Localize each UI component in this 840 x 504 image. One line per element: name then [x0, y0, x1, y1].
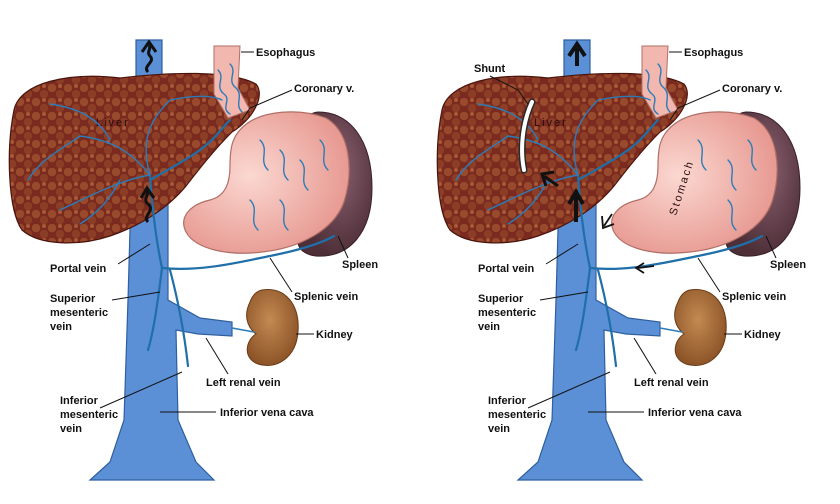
superior-mesenteric-label-1: Superior — [478, 293, 524, 305]
inferior-mesenteric-label-3: vein — [60, 423, 82, 435]
coronary-flow-arrow — [601, 213, 615, 230]
splenic-vein — [588, 234, 764, 271]
stomach-vessels — [249, 139, 329, 231]
ivc-up-arrow — [567, 40, 587, 66]
coronary-vein — [576, 118, 660, 182]
kidney-label: Kidney — [744, 329, 782, 341]
portal-vein — [576, 173, 592, 270]
liver-vessel-network — [27, 95, 223, 225]
coronary-vein-label: Coronary v. — [294, 83, 354, 95]
kidney — [246, 289, 299, 366]
coronary-vein — [148, 118, 232, 182]
portal-vein — [148, 173, 164, 270]
shunt-label: Shunt — [474, 63, 505, 75]
splenic-flow-arrow — [634, 262, 655, 274]
stomach-vessels — [697, 139, 757, 231]
superior-mesenteric-vein — [146, 266, 164, 352]
splenic-vein-label: Splenic vein — [722, 291, 786, 303]
esophageal-varices — [645, 63, 671, 115]
superior-mesenteric-label-3: vein — [478, 321, 500, 333]
portal-flow-arrow — [144, 189, 152, 224]
inferior-mesenteric-label-2: mesenteric — [60, 409, 118, 421]
spleen-label: Spleen — [342, 259, 378, 271]
inferior-mesenteric-vein — [596, 268, 618, 368]
liver-label: Liver — [96, 117, 130, 129]
left-panel: Liver — [8, 39, 378, 481]
coronary-vein-label: Coronary v. — [722, 83, 782, 95]
esophagus-label: Esophagus — [684, 47, 743, 59]
liver-label: Liver — [534, 117, 568, 129]
portal-flow-arrow — [567, 188, 585, 222]
esophagus-label: Esophagus — [256, 47, 315, 59]
spleen-label: Spleen — [770, 259, 806, 271]
inferior-mesenteric-vein — [168, 268, 190, 368]
inferior-mesenteric-label-3: vein — [488, 423, 510, 435]
shunt-flow-arrow — [540, 170, 559, 188]
superior-mesenteric-label-1: Superior — [50, 293, 96, 305]
portal-vein-label: Portal vein — [50, 263, 107, 275]
ivc-flow-arrow — [145, 43, 153, 74]
superior-mesenteric-label-2: mesenteric — [50, 307, 108, 319]
esophageal-varices — [217, 63, 243, 115]
liver-vessel-network — [455, 95, 651, 225]
right-panel: Liver Stomach — [436, 39, 806, 481]
stomach — [611, 111, 778, 254]
kidney — [674, 289, 727, 366]
portal-vein-label: Portal vein — [478, 263, 535, 275]
splenic-vein — [160, 234, 336, 271]
splenic-vein-label: Splenic vein — [294, 291, 358, 303]
left-renal-vein-label: Left renal vein — [206, 377, 281, 389]
superior-mesenteric-label-3: vein — [50, 321, 72, 333]
stomach — [183, 111, 350, 254]
superior-mesenteric-vein — [574, 266, 592, 352]
kidney-label: Kidney — [316, 329, 354, 341]
inferior-mesenteric-label-1: Inferior — [60, 395, 99, 407]
inferior-mesenteric-label-2: mesenteric — [488, 409, 546, 421]
left-renal-vein — [659, 327, 683, 333]
inferior-mesenteric-label-1: Inferior — [488, 395, 527, 407]
superior-mesenteric-label-2: mesenteric — [478, 307, 536, 319]
left-renal-vein-label: Left renal vein — [634, 377, 709, 389]
ivc-label: Inferior vena cava — [220, 407, 314, 419]
left-renal-vein — [231, 327, 255, 333]
ivc-label: Inferior vena cava — [648, 407, 742, 419]
